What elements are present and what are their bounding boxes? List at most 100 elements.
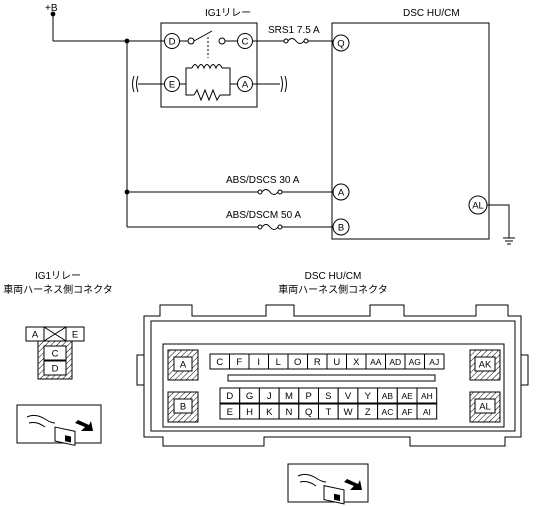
unit-connector-title: DSC HU/CM [305,271,362,282]
unit-connector-cavity [416,387,438,404]
unit-connector-pin-block [162,343,505,428]
unit-connector-pin-label: AE [401,391,413,401]
unit-connector-pin-label: L [276,357,281,368]
relay-box [160,22,258,108]
resistor-lead [220,84,231,96]
relay-coil [191,64,223,70]
relay-connector-cavity-d [43,360,67,376]
ground-wire [487,204,510,238]
pin-label-bg [173,356,193,372]
relay-connector: A E C D [25,326,85,380]
supply-node [50,11,56,17]
relay-terminal-c-label: C [242,37,249,48]
relay-connector-subtitle: 車両ハーネス側コネクタ [3,283,113,296]
relay-terminal-a-label: A [242,80,249,91]
unit-pin-al-label: AL [472,201,484,212]
unit-connector-pin-label: AH [421,391,433,401]
unit-connector-pin-label: F [236,357,242,368]
relay-title: IG1リレー [205,8,251,19]
fuse-abs-dscm-element [261,224,279,230]
unit-connector-pin-label: J [267,391,272,402]
fuse-abs-dscm-label: ABS/DSCM 50 A [226,210,301,221]
unit-connector-pin-label: AG [409,357,421,367]
relay-contact-point [187,37,195,45]
unit-connector-pin-label: V [345,391,352,402]
unit-pin-b-label: B [338,223,344,234]
unit-box [331,22,490,240]
fuse-abs-dscs [257,189,263,195]
supply-label: +B [45,3,58,14]
unit-connector-center-bar [227,374,436,382]
unit-connector-pin-label: H [246,407,253,418]
unit-pin-q-label: Q [337,39,344,50]
unit-connector-pin-label: P [305,391,311,402]
unit-connector-inner-frame [150,320,516,432]
relay-connector-pin-c: C [52,349,59,360]
relay-contact-point [218,37,226,45]
relay-terminal-e-label: E [169,80,175,91]
relay-connector-title: IG1リレー [35,271,81,282]
unit-connector-pin-a: A [180,360,187,371]
unit-connector-pin-label: X [353,357,360,368]
unit-connector-pin-label: M [285,391,293,402]
unit-connector-subtitle: 車両ハーネス側コネクタ [278,283,388,296]
pin-label-bg [173,398,193,414]
pin-label-bg [474,356,496,372]
pin-label-bg [474,398,496,414]
relay-resistor [193,88,221,102]
probe-icon [287,463,369,505]
unit-connector-pin-label: Q [305,407,312,418]
unit-connector-pin-label: N [286,407,293,418]
blank-cross [43,326,67,342]
unit-connector-pin-b: B [180,402,186,413]
unit-connector-pin-label: AC [382,407,394,417]
relay-connector-pin-e: E [72,330,78,341]
unit-connector-pin-label: K [266,407,273,418]
unit-connector-pin-label: I [257,357,260,368]
fuse-abs-dscs-label: ABS/DSCS 30 A [226,175,300,186]
unit-connector-pin-label: AJ [429,357,439,367]
unit-connector-pin-al: AL [479,402,491,413]
unit-connector-pin-label: D [226,391,233,402]
fuse-srs1-label: SRS1 7.5 A [268,25,320,36]
latch-left [136,354,144,386]
fuse-srs1-end [303,38,309,44]
fuse-abs-dscm-end [277,224,283,230]
unit-connector-pin-label: AA [370,357,382,367]
fuse-abs-dscs-end [277,189,283,195]
unit-connector-pin-label: Z [365,407,371,418]
fuse-abs-dscm [257,224,263,230]
unit-connector-pin-label: AB [382,391,394,401]
unit-connector-pin-label: T [325,407,331,418]
fuse-srs1-element [287,38,305,44]
unit-pin-q [332,34,350,52]
relay-connector-pin-d: D [52,364,59,375]
unit-connector-pin-label: Y [365,391,372,402]
unit-connector-cavity [424,353,445,370]
unit-connector-pin-label: G [246,391,253,402]
fuse-srs1 [283,38,289,44]
relay-connector-pin-a: A [32,330,39,341]
relay-connector-cavity-c [43,345,67,361]
unit-connector-pin-label: U [333,357,340,368]
resistor-lead [185,84,194,96]
unit-connector-pin-label: AI [423,407,431,417]
unit-connector-pin-label: C [216,357,223,368]
relay-connector-cavity-e [65,326,85,342]
wire-break-mark [132,75,139,93]
coil-lead [222,67,231,84]
unit-title: DSC HU/CM [403,8,460,19]
relay-terminal-d-label: D [169,37,176,48]
probe-icon [16,404,102,446]
unit-connector-pin-label: AF [402,407,413,417]
coil-lead [185,67,192,84]
unit-connector-cavity [416,403,438,420]
fuse-abs-dscs-element [261,189,279,195]
unit-connector-pin-ak: AK [479,360,492,371]
unit-connector-pin-label: W [344,407,353,418]
